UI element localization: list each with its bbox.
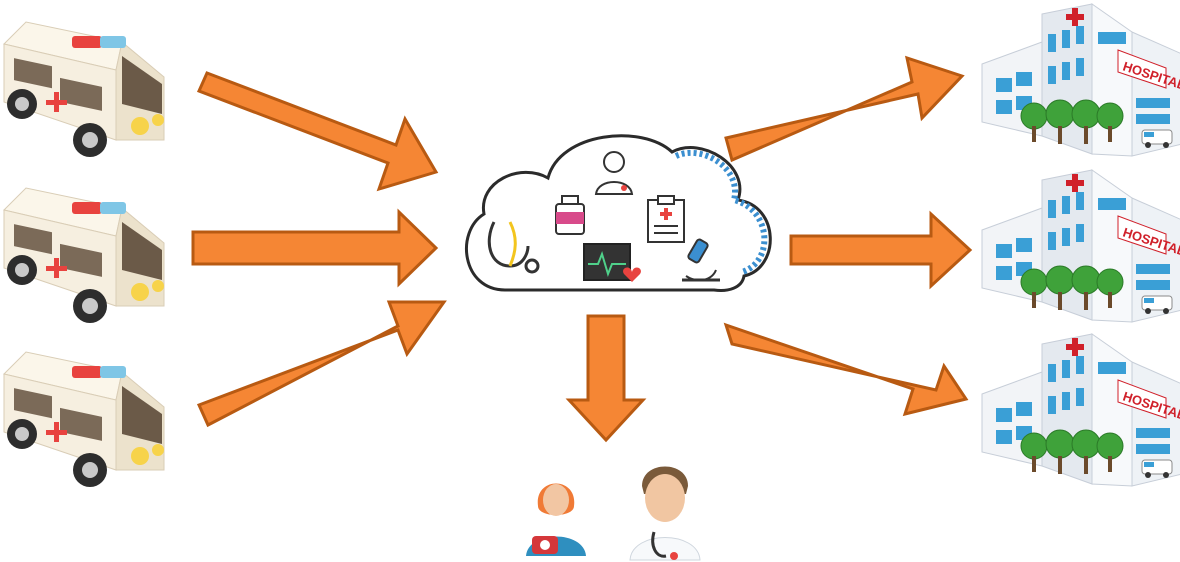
hospital-icon: HOSPITAL [981,169,1180,323]
operator-with-phone-icon [526,483,586,556]
hospital-icon: HOSPITAL [981,3,1180,157]
cloud-hub [465,134,772,292]
arrow-cloud-to-hospital2 [789,210,973,290]
stethoscope-icon [487,221,540,274]
arrow-ambulance1-to-cloud [196,71,439,192]
hospital-icon: HOSPITAL [981,333,1180,487]
microscope-icon [682,238,720,282]
ambulance-icon [3,21,165,158]
medicine-bottle-icon [555,195,585,235]
arrow-ambulance3-to-cloud [196,300,447,428]
arrow-ambulance2-to-cloud [191,208,439,288]
doctor-icon [594,151,634,195]
clipboard-icon [647,195,685,243]
ambulance-icon [3,351,165,488]
arrow-cloud-to-hospital3 [723,322,969,417]
heart-monitor-icon [583,243,641,282]
arrow-cloud-to-hospital1 [724,55,965,163]
doctor-icon [629,466,701,561]
arrow-cloud-to-staff [565,314,647,443]
ambulance-icon [3,187,165,324]
